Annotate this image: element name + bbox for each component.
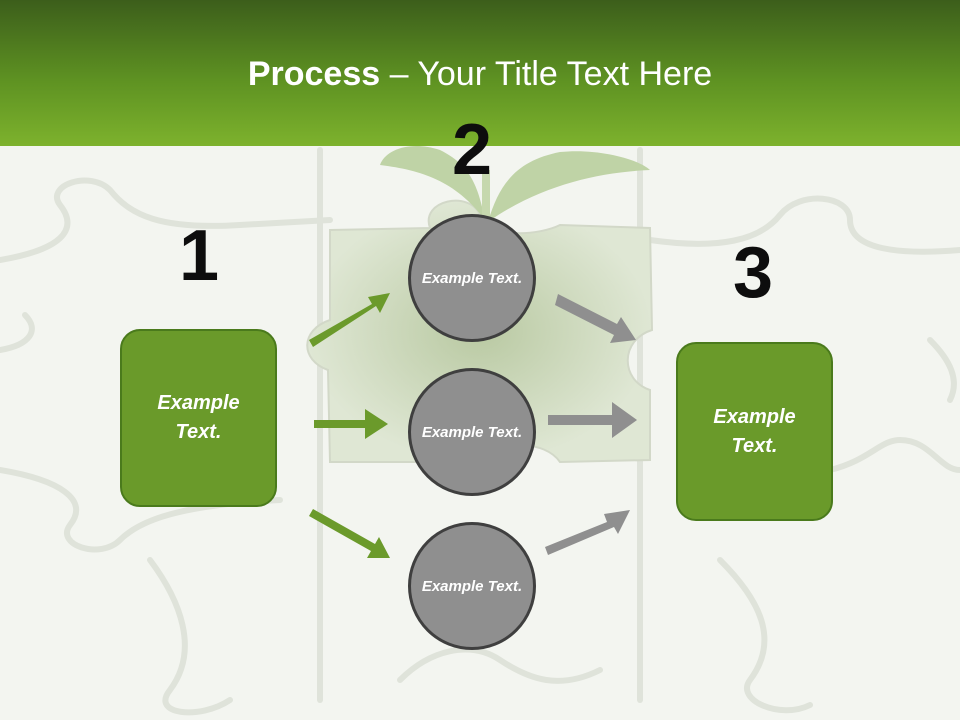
step-2-circle-bottom: Example Text. (408, 522, 536, 650)
step-number-1: 1 (178, 216, 220, 296)
step-number-2: 2 (451, 110, 493, 190)
step-1-box: Example Text. (120, 329, 277, 507)
step-3-text: Example Text. (713, 405, 796, 457)
step-2-text-middle: Example Text. (421, 423, 523, 441)
step-number-3: 3 (732, 233, 774, 313)
step-2-text-top: Example Text. (421, 269, 523, 287)
header-band (0, 0, 960, 146)
slide-title: Process – Your Title Text Here (0, 52, 960, 96)
step-1-text: Example Text. (157, 392, 240, 443)
title-bold: Process (247, 55, 381, 93)
title-rest: – Your Title Text Here (380, 55, 713, 93)
step-2-circle-top: Example Text. (408, 214, 536, 342)
step-2-text-bottom: Example Text. (421, 577, 523, 595)
step-2-circle-middle: Example Text. (408, 368, 536, 496)
step-3-box: Example Text. (676, 342, 833, 521)
